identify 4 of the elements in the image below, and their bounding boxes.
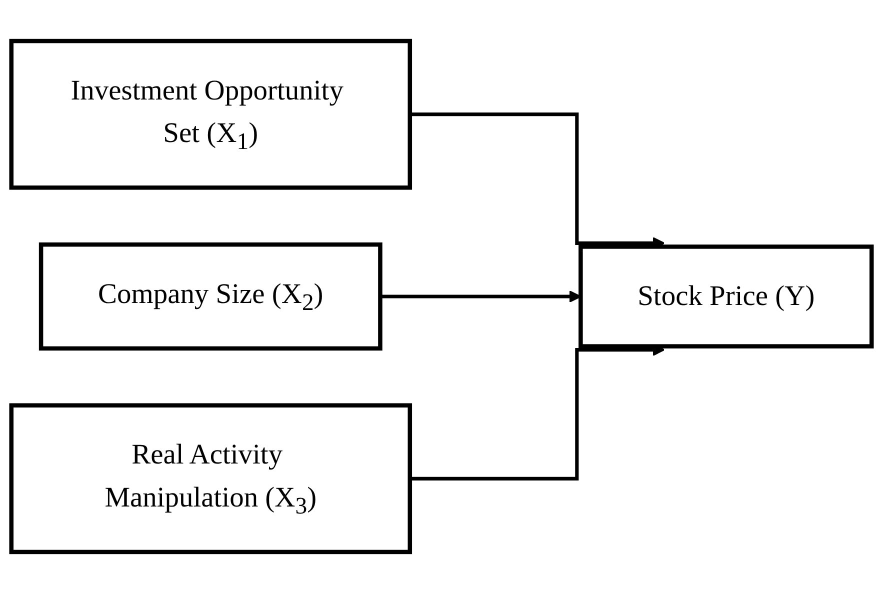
node-box: Investment Opportunity Set (X$_{1}$) bbox=[9, 38, 412, 190]
node-box: Real Activity Manipulation (X$_{3}$) bbox=[9, 403, 412, 554]
node-box: Company Size (X$_{2}$) bbox=[38, 242, 382, 351]
node-box: Stock Price (Y) bbox=[578, 244, 874, 348]
